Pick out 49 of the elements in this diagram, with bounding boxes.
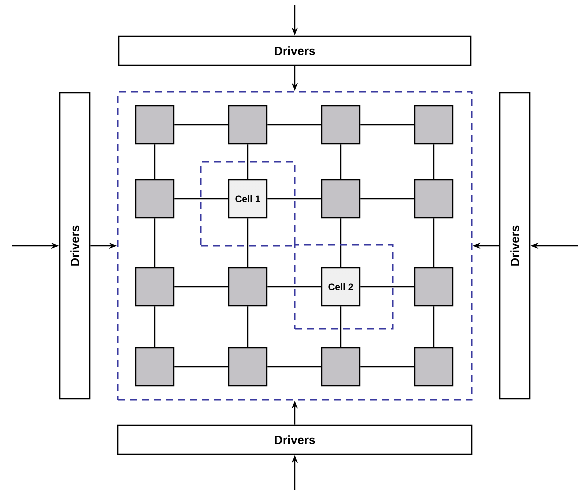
grid-cell bbox=[135, 267, 175, 307]
connection-line bbox=[174, 366, 228, 368]
connection-line bbox=[174, 286, 228, 288]
grid-cell bbox=[414, 179, 454, 219]
connection-line bbox=[268, 124, 322, 126]
connection-line bbox=[340, 144, 342, 180]
grid-cell: Cell 1 bbox=[236, 196, 260, 202]
grid-cell bbox=[321, 179, 361, 219]
connection-line bbox=[340, 306, 342, 348]
connection-line bbox=[360, 366, 414, 368]
array-boundary bbox=[117, 91, 473, 401]
connection-line bbox=[268, 198, 322, 200]
connection-line bbox=[360, 198, 414, 200]
driver-box: Drivers bbox=[59, 92, 91, 400]
grid-cell bbox=[228, 347, 268, 387]
connection-line bbox=[360, 124, 414, 126]
grid-cell bbox=[321, 105, 361, 145]
connection-line bbox=[154, 144, 156, 180]
grid-cell bbox=[228, 267, 268, 307]
driver-box: Drivers bbox=[118, 36, 472, 66]
connection-line bbox=[247, 218, 249, 268]
cell-region bbox=[294, 244, 394, 330]
grid-cell: Cell 2 bbox=[328, 284, 354, 290]
connection-line bbox=[174, 124, 228, 126]
connection-line bbox=[154, 306, 156, 348]
grid-cell bbox=[414, 347, 454, 387]
cell-region bbox=[200, 161, 296, 247]
grid-cell bbox=[414, 267, 454, 307]
grid-cell bbox=[135, 347, 175, 387]
grid-cell bbox=[228, 179, 268, 219]
grid-cell bbox=[321, 347, 361, 387]
grid-cell bbox=[135, 179, 175, 219]
connection-line bbox=[433, 306, 435, 348]
connection-line bbox=[360, 286, 414, 288]
connection-line bbox=[340, 218, 342, 268]
grid-cell bbox=[228, 105, 268, 145]
driver-box: Drivers bbox=[499, 92, 531, 400]
grid-cell bbox=[135, 105, 175, 145]
connection-line bbox=[268, 366, 322, 368]
connection-line bbox=[433, 218, 435, 268]
connection-line bbox=[433, 144, 435, 180]
connection-line bbox=[247, 144, 249, 180]
grid-cell bbox=[321, 267, 361, 307]
connection-line bbox=[154, 218, 156, 268]
connection-line bbox=[247, 306, 249, 348]
driver-box: Drivers bbox=[117, 424, 473, 456]
connection-line bbox=[268, 286, 322, 288]
grid-cell bbox=[414, 105, 454, 145]
connection-line bbox=[174, 198, 228, 200]
